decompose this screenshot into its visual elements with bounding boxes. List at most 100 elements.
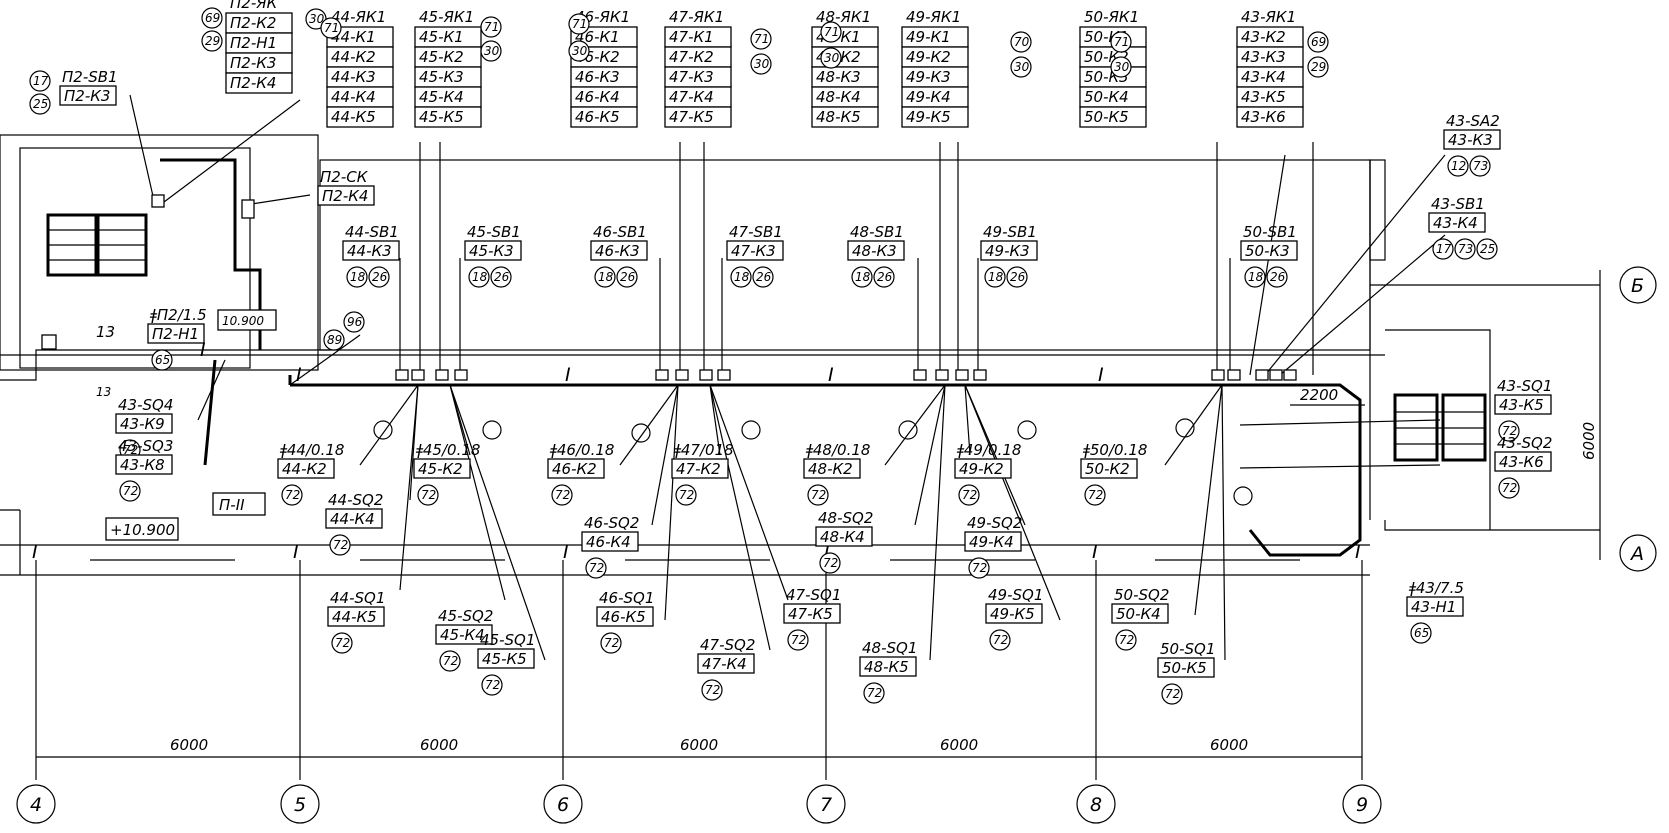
circle-marker: 12 (1451, 159, 1466, 173)
stack-row: 44-К3 (331, 68, 376, 86)
tag-code: 48-К2 (808, 460, 853, 478)
stack-row: 47-К1 (669, 28, 714, 46)
circle-marker: 72 (333, 538, 348, 552)
stack-row: 47-К4 (669, 88, 714, 106)
circle-marker: 17 (33, 74, 49, 88)
tag-label: 44-SQ1 (330, 589, 385, 607)
circle-marker: 18 (855, 270, 871, 284)
stack-row: 48-К4 (816, 88, 861, 106)
circle-marker: 65 (1414, 626, 1429, 640)
circle-marker: 25 (33, 97, 48, 111)
stack-header: 44-ЯК1 (331, 8, 386, 26)
tag-code: 46-К5 (601, 608, 646, 626)
zone-label: П-II (219, 496, 245, 514)
tag-label: 43-SA2 (1446, 112, 1500, 130)
elevation-label-a: 10.900 (222, 314, 264, 328)
stack-row: 47-К2 (669, 48, 714, 66)
stack-row: 43-К4 (1241, 68, 1286, 86)
tag-label: ǂ48/0.18 (805, 441, 870, 459)
circle-marker: 30 (484, 44, 500, 58)
circle-marker: 72 (791, 633, 806, 647)
circle-marker: 71 (324, 21, 339, 35)
tag-label: 46-SQ1 (599, 589, 654, 607)
axis-marker: 6 (557, 794, 569, 816)
circle-marker: 72 (1165, 687, 1180, 701)
tag-code: 43-К5 (1499, 396, 1544, 414)
tag-code: 45-К3 (469, 242, 514, 260)
circle-marker: 30 (1114, 60, 1130, 74)
stack-row: 48-К3 (816, 68, 861, 86)
axis-marker: 9 (1356, 794, 1368, 816)
tag-label: 43-SQ3 (118, 437, 173, 455)
stack-row: П2-К4 (230, 74, 276, 92)
tag-label: ǂ46/0.18 (549, 441, 614, 459)
circle-marker: 69 (205, 11, 220, 25)
stack-row: 49-К1 (906, 28, 951, 46)
circle-marker: 26 (1270, 270, 1286, 284)
tag-label: 49-SB1 (983, 223, 1037, 241)
stack-header: 49-ЯК1 (906, 8, 961, 26)
tag-code: 49-К2 (959, 460, 1004, 478)
tag-label: П2-СК (320, 168, 369, 186)
tag-code: П2-Н1 (152, 325, 199, 343)
circle-89: 89 (327, 333, 342, 347)
tag-label: 45-SQ1 (480, 631, 535, 649)
stack-header: 45-ЯК1 (419, 8, 474, 26)
tag-code: 47-К5 (788, 605, 833, 623)
circle-marker: 72 (811, 488, 826, 502)
tag-code: 43-К8 (120, 456, 165, 474)
tag-label: 46-SB1 (593, 223, 647, 241)
circle-marker: 26 (877, 270, 893, 284)
dimension-6000: 6000 (1210, 736, 1248, 754)
axis-marker: 8 (1090, 794, 1102, 816)
axis-marker: 5 (294, 794, 306, 816)
tag-code: 43-К9 (120, 415, 165, 433)
tag-label: 44-SQ2 (328, 491, 383, 509)
circle-marker: 72 (443, 654, 458, 668)
tag-code: 44-К3 (347, 242, 392, 260)
row-axis-marker: Б (1631, 275, 1644, 297)
tag-code: 45-К4 (440, 626, 485, 644)
circle-marker: 72 (604, 636, 619, 650)
tag-code: 50-К4 (1116, 605, 1161, 623)
axis-marker: 4 (30, 794, 42, 816)
tag-label: ǂ45/0.18 (415, 441, 480, 459)
tag-code: 47-К3 (731, 242, 776, 260)
tag-label: 43-SQ4 (118, 396, 173, 414)
tag-code: 50-К3 (1245, 242, 1290, 260)
tag-label: 47-SQ1 (786, 586, 841, 604)
tag-label: 49-SQ1 (988, 586, 1043, 604)
circle-marker: 73 (1473, 159, 1488, 173)
circle-marker: 72 (589, 561, 604, 575)
svg-text:I: I (296, 364, 302, 386)
stack-row: 48-К5 (816, 108, 861, 126)
stack-header: 43-ЯК1 (1241, 8, 1296, 26)
elevation-label-b: +10.900 (110, 521, 175, 539)
svg-text:I: I (563, 541, 569, 563)
stack-row: П2-К2 (230, 14, 276, 32)
circle-marker: 69 (1311, 35, 1326, 49)
stack-row: 43-К2 (1241, 28, 1286, 46)
circle-marker: 72 (679, 488, 694, 502)
tag-code: 48-К5 (864, 658, 909, 676)
room-number-a: 13 (96, 323, 115, 341)
stack-row: 46-К4 (575, 88, 620, 106)
tag-label: 48-SQ1 (862, 639, 917, 657)
circle-marker: 72 (993, 633, 1008, 647)
